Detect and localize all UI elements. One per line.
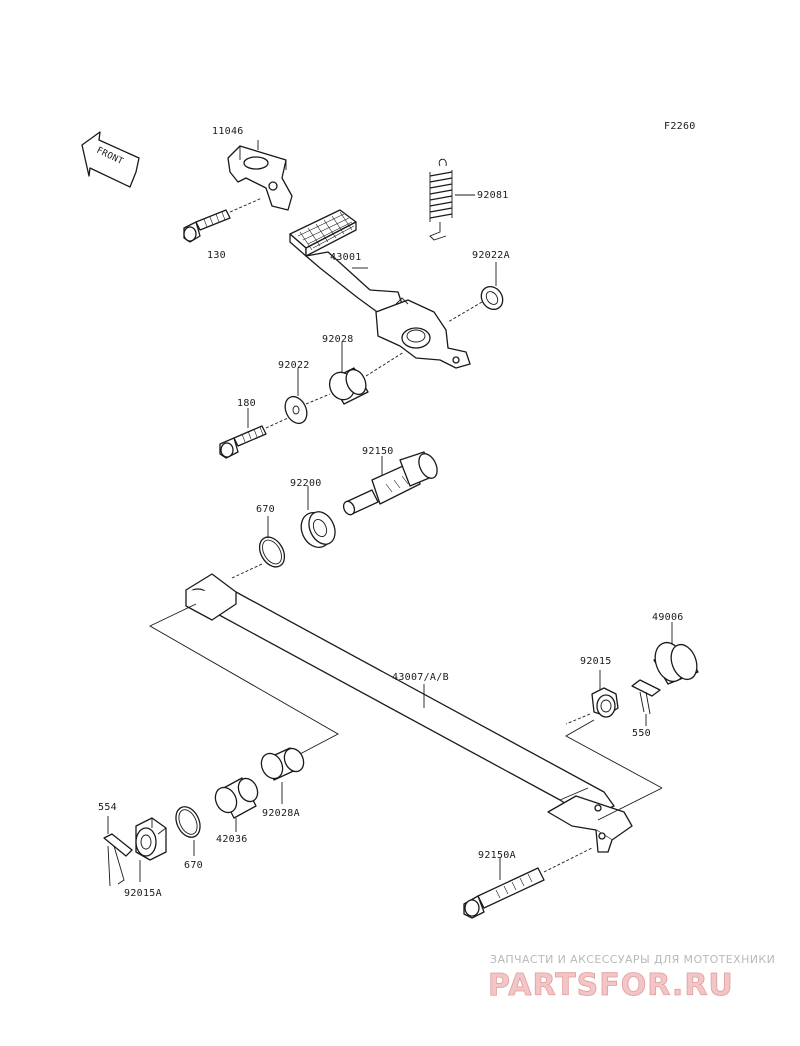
bolt-180 xyxy=(219,425,267,459)
nut-92015A xyxy=(135,817,167,861)
part-label-130: 130 xyxy=(207,250,226,261)
part-label-11046: 11046 xyxy=(212,126,244,137)
pivot-bolt-92150 xyxy=(342,451,438,516)
collar-92028 xyxy=(328,367,369,405)
bolt-92150A xyxy=(463,867,545,919)
washer-92022 xyxy=(284,395,308,425)
part-label-550: 550 xyxy=(632,728,651,739)
spring-92081 xyxy=(429,158,453,241)
front-arrow-icon: FRONT xyxy=(81,131,140,188)
cap-49006 xyxy=(653,641,699,685)
part-label-554: 554 xyxy=(98,802,117,813)
part-label-92028A: 92028A xyxy=(262,808,300,819)
cotter-pin-550 xyxy=(631,679,661,715)
reference-line-right xyxy=(565,719,663,821)
part-label-92028: 92028 xyxy=(322,334,354,345)
collar-92028A xyxy=(260,747,305,781)
part-label-670-lower: 670 xyxy=(184,860,203,871)
diagram-code: F2260 xyxy=(664,121,696,132)
rod-43007 xyxy=(185,573,633,853)
brake-pedal-43001 xyxy=(289,209,471,369)
washer-92022A xyxy=(480,285,504,311)
part-label-92150A: 92150A xyxy=(478,850,516,861)
bolt-130 xyxy=(183,209,231,243)
watermark: ЗАПЧАСТИ И АКСЕССУАРЫ ДЛЯ МОТОТЕХНИКИ PA… xyxy=(488,953,775,1003)
part-label-92022A: 92022A xyxy=(472,250,510,261)
part-label-92015A: 92015A xyxy=(124,888,162,899)
cotter-pin-554 xyxy=(103,833,133,887)
part-label-92015: 92015 xyxy=(580,656,612,667)
part-label-92022: 92022 xyxy=(278,360,310,371)
part-label-92200: 92200 xyxy=(290,478,322,489)
nut-92015 xyxy=(591,687,619,718)
part-label-670-upper: 670 xyxy=(256,504,275,515)
watermark-tagline: ЗАПЧАСТИ И АКСЕССУАРЫ ДЛЯ МОТОТЕХНИКИ xyxy=(490,953,775,966)
part-label-180: 180 xyxy=(237,398,256,409)
part-label-43001: 43001 xyxy=(330,252,362,263)
watermark-logo: PARTSFOR.RU xyxy=(488,968,734,1003)
reference-line-left xyxy=(149,603,339,755)
o-ring-670-lower xyxy=(175,806,201,838)
bracket-11046 xyxy=(227,145,293,211)
o-ring-670-upper xyxy=(258,536,286,568)
part-label-92150: 92150 xyxy=(362,446,394,457)
part-label-49006: 49006 xyxy=(652,612,684,623)
part-label-92081: 92081 xyxy=(477,190,509,201)
part-label-42036: 42036 xyxy=(216,834,248,845)
washer-92200 xyxy=(300,511,336,549)
bushing-42036 xyxy=(214,777,259,819)
part-label-43007: 43007/A/B xyxy=(392,672,449,683)
